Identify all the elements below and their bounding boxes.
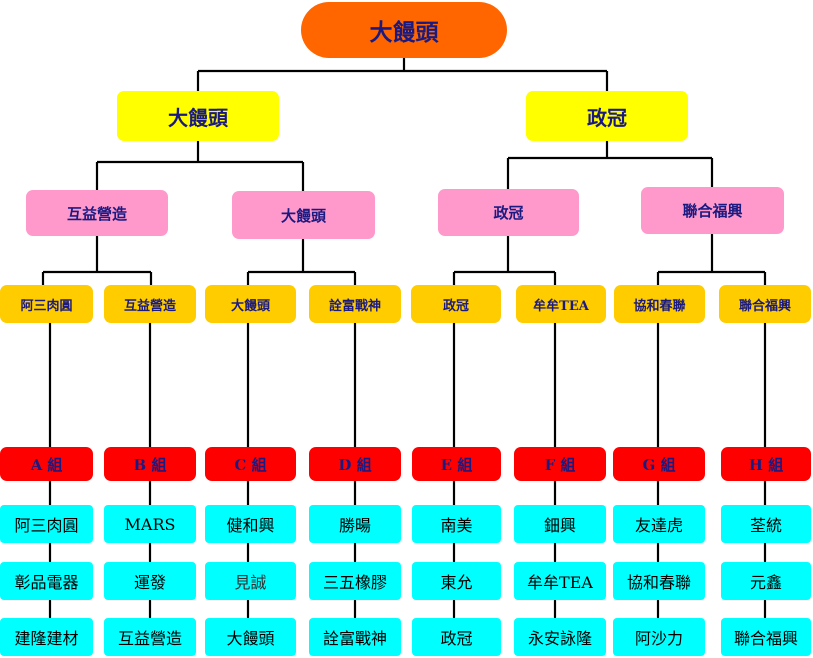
member-e-2: 東允 xyxy=(412,562,501,600)
connector-l1-left xyxy=(95,141,305,191)
group-d-header: D 組 xyxy=(309,447,401,481)
member-a-2: 彰品電器 xyxy=(0,562,93,600)
connector-l2-a xyxy=(41,236,153,285)
level3-node-3: 大饅頭 xyxy=(205,285,296,323)
member-b-1: MARS xyxy=(104,505,196,543)
connector-l2-c xyxy=(452,236,557,285)
member-f-2: 牟牟TEA xyxy=(514,562,606,600)
level3-node-8: 聯合福興 xyxy=(719,285,811,323)
member-h-3: 聯合福興 xyxy=(721,618,811,656)
connector-l2-d xyxy=(656,234,767,285)
member-f-3: 永安詠隆 xyxy=(514,618,606,656)
member-d-1: 勝暘 xyxy=(309,505,401,543)
member-g-2: 協和春聯 xyxy=(613,562,705,600)
level3-node-6: 牟牟TEA xyxy=(516,285,606,323)
member-h-1: 荃統 xyxy=(721,505,811,543)
level3-node-1: 阿三肉圓 xyxy=(0,285,93,323)
member-g-3: 阿沙力 xyxy=(613,618,705,656)
member-g-1: 友達虎 xyxy=(613,505,705,543)
member-c-2: 見誠 xyxy=(205,562,296,600)
member-c-3: 大饅頭 xyxy=(205,618,296,656)
connector-root xyxy=(196,58,609,91)
level3-node-5: 政冠 xyxy=(411,285,501,323)
group-c-header: C 組 xyxy=(205,447,296,481)
group-b-header: B 組 xyxy=(104,447,196,481)
level3-node-2: 互益營造 xyxy=(104,285,196,323)
connector-l3-groups xyxy=(48,323,767,447)
member-a-1: 阿三肉圓 xyxy=(0,505,93,543)
member-b-2: 運發 xyxy=(104,562,196,600)
level2-node-4: 聯合福興 xyxy=(641,187,784,234)
root-node: 大饅頭 xyxy=(301,2,507,58)
level2-node-3: 政冠 xyxy=(438,189,579,236)
level2-node-1: 互益營造 xyxy=(26,190,168,236)
member-a-3: 建隆建材 xyxy=(0,618,93,656)
level3-node-7: 協和春聯 xyxy=(614,285,705,323)
member-f-1: 鈿興 xyxy=(514,505,606,543)
member-h-2: 元鑫 xyxy=(721,562,811,600)
member-e-1: 南美 xyxy=(412,505,501,543)
group-h-header: H 組 xyxy=(721,447,811,481)
connector-l2-b xyxy=(246,239,357,285)
member-c-1: 健和興 xyxy=(205,505,296,543)
member-d-2: 三五橡膠 xyxy=(309,562,401,600)
connector-l1-right xyxy=(506,141,714,189)
group-g-header: G 組 xyxy=(613,447,705,481)
member-d-3: 詮富戰神 xyxy=(309,618,401,656)
group-e-header: E 組 xyxy=(412,447,501,481)
level2-node-2: 大饅頭 xyxy=(232,191,375,239)
level1-node-left: 大饅頭 xyxy=(117,91,279,141)
group-f-header: F 組 xyxy=(514,447,606,481)
level3-node-4: 詮富戰神 xyxy=(309,285,401,323)
level1-node-right: 政冠 xyxy=(526,91,688,141)
group-a-header: A 組 xyxy=(0,447,93,481)
member-b-3: 互益營造 xyxy=(104,618,196,656)
member-e-3: 政冠 xyxy=(412,618,501,656)
